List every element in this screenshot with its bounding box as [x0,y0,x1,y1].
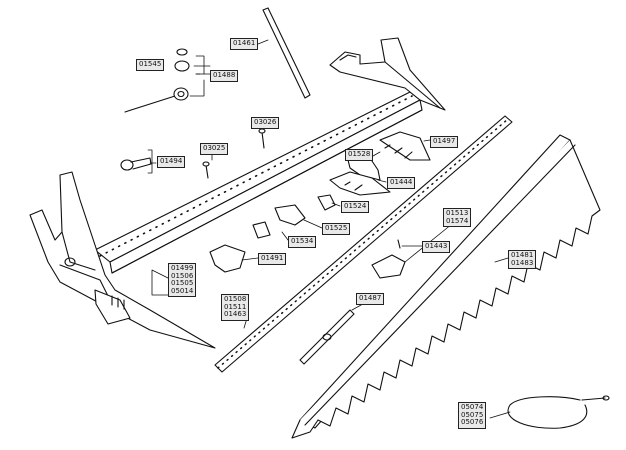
part-number: 01499 [171,264,194,272]
eye-bolt [124,48,190,113]
part-number: 01574 [446,216,469,225]
part-number: 05074 [461,403,484,411]
part-number: 01494 [160,157,183,165]
knife-back-bar [214,115,513,373]
part-label-01528: 01528 [345,149,374,161]
part-number: 03026 [254,118,277,126]
part-number: 01508 [224,295,247,303]
part-label-01461: 01461 [230,38,259,50]
part-label-03025: 03025 [200,143,229,155]
part-label-01524: 01524 [341,201,370,213]
part-number: 01511 [224,302,247,311]
rod-pin [262,7,311,99]
part-number: 01497 [433,137,456,145]
part-number: 01534 [291,237,314,245]
part-number: 03025 [203,144,226,152]
part-number: 01505 [171,279,194,287]
guard-plates [209,131,431,279]
part-label-01545: 01545 [136,59,165,71]
part-number: 01481 [511,251,534,259]
part-number: 01513 [446,209,469,217]
part-number: 01528 [348,150,371,158]
part-number: 01463 [224,310,247,318]
part-label-01491: 01491 [258,253,287,265]
part-number: 05076 [461,418,484,426]
part-label-01525: 01525 [322,223,351,235]
small-bolt [258,128,266,149]
part-number: 05075 [461,410,484,419]
part-label-03026: 03026 [251,117,280,129]
carriage-bolt [120,157,152,171]
part-number: 05014 [171,286,194,295]
part-number: 01483 [511,258,534,267]
part-label-01488: 01488 [210,70,239,82]
part-label-01497: 01497 [430,136,459,148]
outer-shoe [329,37,446,111]
part-number: 01491 [261,254,284,262]
part-label-01443: 01443 [422,241,451,253]
part-number: 01525 [325,224,348,232]
part-number: 01524 [344,202,367,210]
inner-shoe [29,171,216,349]
part-label-01494: 01494 [157,156,186,168]
part-number: 01487 [359,294,382,302]
part-number: 01444 [390,178,413,186]
part-number: 01443 [425,242,448,250]
part-number: 01488 [213,71,236,79]
part-number: 01545 [139,60,162,68]
part-number: 01461 [233,39,256,47]
part-number: 01506 [171,271,194,280]
part-label-01534: 01534 [288,236,317,248]
cable [507,395,610,429]
drive-pin [299,309,355,365]
part-label-01444: 01444 [387,177,416,189]
sickle [291,134,601,439]
screw [202,161,210,179]
part-label-01487: 01487 [356,293,385,305]
cutter-bar-beam [94,91,423,274]
